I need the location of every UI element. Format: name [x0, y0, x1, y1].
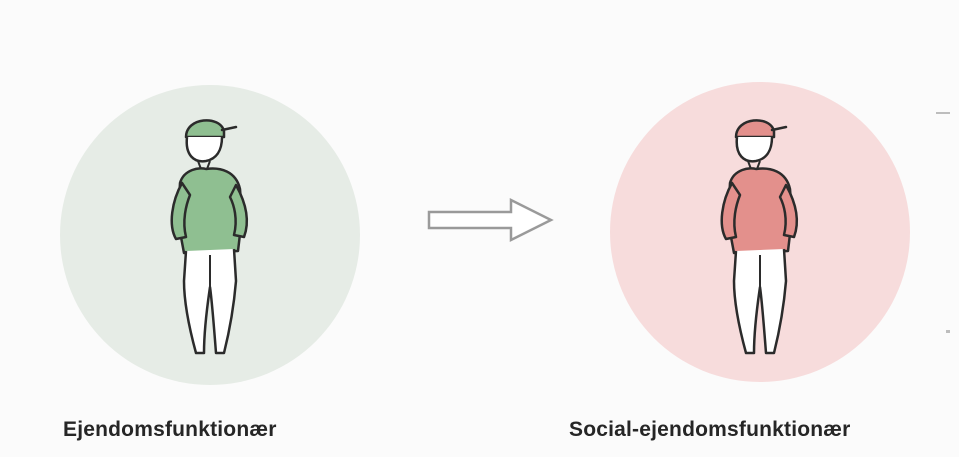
person-red-icon: [720, 119, 798, 355]
caption-left: Ejendomsfunktionær: [63, 418, 277, 441]
caption-right: Social-ejendomsfunktionær: [569, 418, 851, 441]
decorative-speck: [936, 112, 950, 114]
arrow-right-icon: [427, 197, 554, 243]
person-green-icon: [170, 119, 248, 355]
decorative-speck: [946, 330, 950, 333]
